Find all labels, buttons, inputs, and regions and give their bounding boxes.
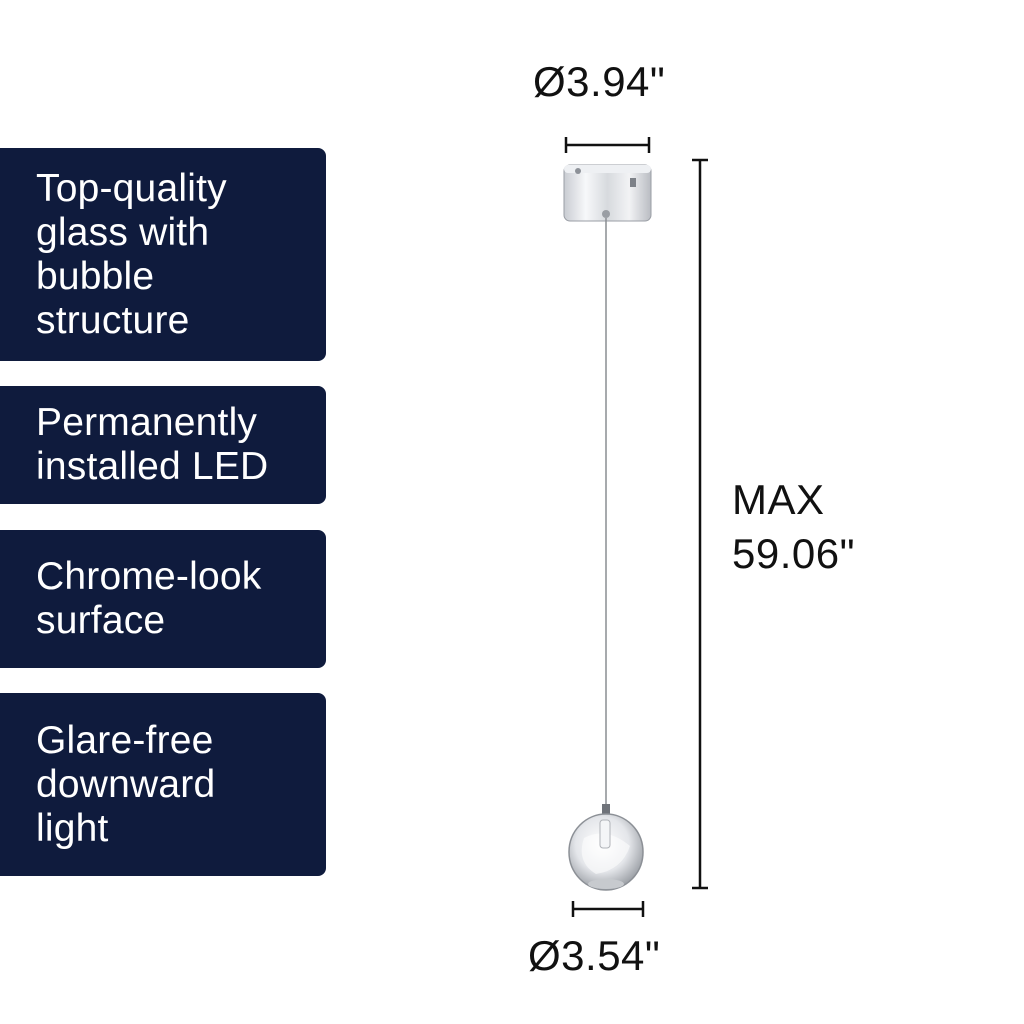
feature-panel-glass: Top-quality glass with bubble structure [0, 148, 326, 361]
shade-dimension-line [571, 901, 645, 917]
shade-diameter-label: Ø3.54" [528, 932, 661, 979]
glass-globe-shade [568, 804, 644, 891]
feature-text-glare: Glare-free downward light [36, 718, 216, 850]
ceiling-canopy [563, 164, 652, 222]
max-height-label-line1: MAX [732, 476, 825, 523]
feature-panel-glare: Glare-free downward light [0, 693, 326, 876]
feature-text-chrome: Chrome-look surface [36, 555, 262, 642]
height-dimension-line [692, 158, 708, 890]
canopy-diameter-label: Ø3.94" [533, 58, 666, 105]
feature-text-led: Permanently installed LED [36, 401, 269, 488]
feature-text-glass: Top-quality glass with bubble structure [36, 166, 227, 342]
max-height-label-line2: 59.06" [732, 530, 856, 577]
feature-panel-chrome: Chrome-look surface [0, 530, 326, 668]
feature-panel-led: Permanently installed LED [0, 386, 326, 504]
canopy-dimension-line [564, 137, 651, 153]
